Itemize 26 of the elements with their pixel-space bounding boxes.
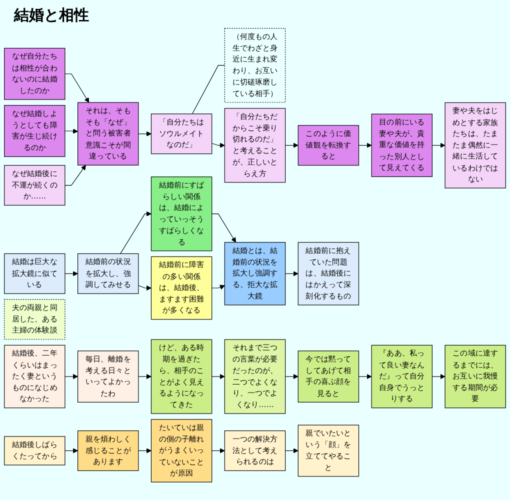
arrow — [138, 374, 152, 380]
arrow — [138, 285, 152, 291]
arrow — [212, 448, 225, 454]
arrow — [212, 284, 225, 290]
arrow — [432, 142, 446, 148]
arrow — [120, 211, 152, 254]
arrow — [285, 271, 298, 276]
diagram-title: 結婚と相性 — [14, 6, 89, 25]
arrow — [358, 374, 372, 380]
arrow — [285, 142, 298, 148]
arrow — [212, 214, 236, 243]
arrow — [64, 128, 78, 134]
arrow — [64, 448, 78, 454]
arrow — [285, 448, 298, 454]
arrow — [64, 271, 78, 276]
arrow — [285, 374, 298, 380]
arrow — [138, 448, 152, 454]
arrow — [212, 142, 225, 148]
arrow — [358, 142, 372, 148]
arrow — [64, 164, 86, 186]
connector — [192, 65, 225, 114]
arrow — [432, 374, 446, 380]
arrow — [64, 74, 90, 103]
arrow — [212, 374, 225, 380]
arrow — [138, 131, 152, 136]
arrow — [64, 374, 78, 380]
